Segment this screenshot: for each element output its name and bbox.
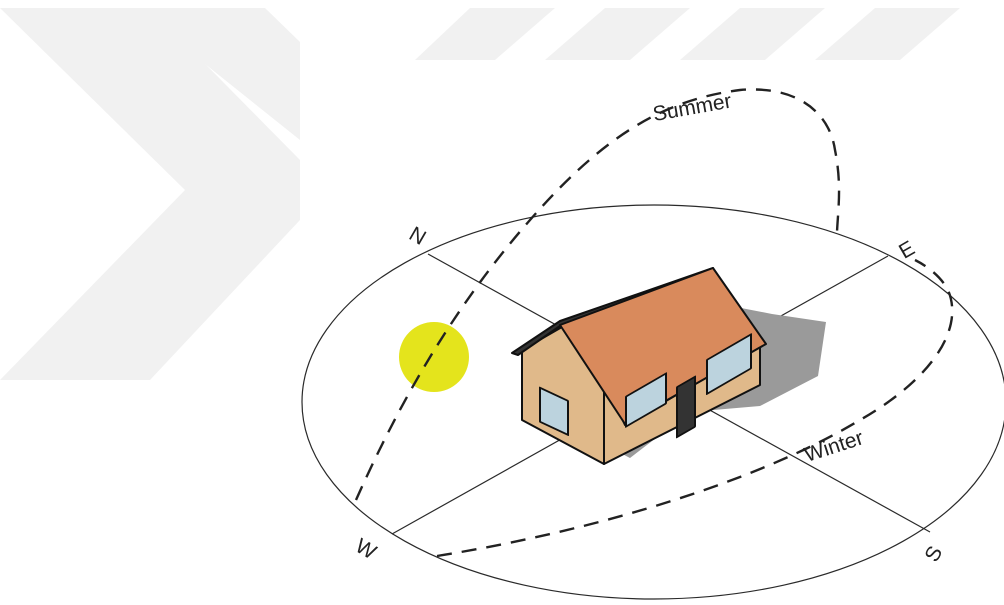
house-side-window	[539, 386, 569, 436]
horizon-ellipse	[301, 204, 1004, 600]
west-label: W	[351, 534, 380, 564]
watermark-chevron-outer	[0, 8, 300, 380]
watermark-chevron-inner	[135, 8, 300, 140]
winter-label: Winter	[802, 426, 867, 467]
summer-label: Summer	[651, 90, 733, 126]
house-roof	[559, 267, 767, 425]
summer-path	[354, 88, 841, 501]
house-front-window-left	[625, 372, 667, 428]
house	[511, 267, 767, 465]
east-label: E	[895, 237, 919, 264]
house-door	[676, 375, 696, 439]
sun-icon	[399, 322, 469, 392]
watermark-stripe-4	[815, 8, 960, 60]
north-label: N	[405, 222, 430, 250]
watermark-stripe-1	[415, 8, 555, 60]
south-label: S	[920, 542, 947, 566]
house-front-window-right	[706, 333, 752, 395]
winter-path	[436, 258, 954, 558]
watermark-stripe-3	[680, 8, 825, 60]
watermark-stripe-2	[545, 8, 690, 60]
watermark	[0, 8, 960, 380]
